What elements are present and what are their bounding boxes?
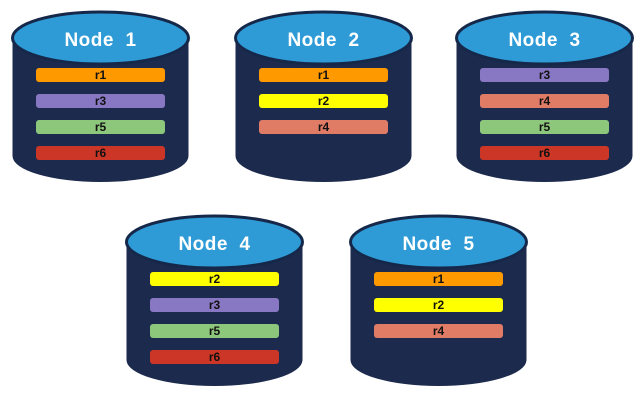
- cylinder-top-cap: [234, 10, 413, 66]
- replica-bar-r5[interactable]: r5: [36, 120, 165, 134]
- replica-bar-r3[interactable]: r3: [480, 68, 609, 82]
- replica-bar-r2[interactable]: r2: [150, 272, 279, 286]
- cylinder-top-cap: [125, 214, 304, 270]
- replica-bar-r1[interactable]: r1: [259, 68, 388, 82]
- replica-list: r3 r4 r5 r6: [480, 68, 609, 160]
- replica-bar-r2[interactable]: r2: [259, 94, 388, 108]
- replica-bar-r6[interactable]: r6: [480, 146, 609, 160]
- replica-bar-r1[interactable]: r1: [374, 272, 503, 286]
- replica-bar-r3[interactable]: r3: [150, 298, 279, 312]
- replica-bar-r5[interactable]: r5: [480, 120, 609, 134]
- replica-list: r1 r2 r4: [259, 68, 388, 134]
- replica-list: r1 r3 r5 r6: [36, 68, 165, 160]
- replica-bar-r6[interactable]: r6: [36, 146, 165, 160]
- replica-bar-r4[interactable]: r4: [374, 324, 503, 338]
- cylinder-top-cap: [349, 214, 528, 270]
- replica-bar-r1[interactable]: r1: [36, 68, 165, 82]
- replica-list: r1 r2 r4: [374, 272, 503, 338]
- replica-bar-r6[interactable]: r6: [150, 350, 279, 364]
- replica-bar-r4[interactable]: r4: [480, 94, 609, 108]
- replica-list: r2 r3 r5 r6: [150, 272, 279, 364]
- replica-bar-r3[interactable]: r3: [36, 94, 165, 108]
- cylinder-top-cap: [11, 10, 190, 66]
- replica-bar-r4[interactable]: r4: [259, 120, 388, 134]
- replica-bar-r5[interactable]: r5: [150, 324, 279, 338]
- replica-bar-r2[interactable]: r2: [374, 298, 503, 312]
- cylinder-top-cap: [455, 10, 634, 66]
